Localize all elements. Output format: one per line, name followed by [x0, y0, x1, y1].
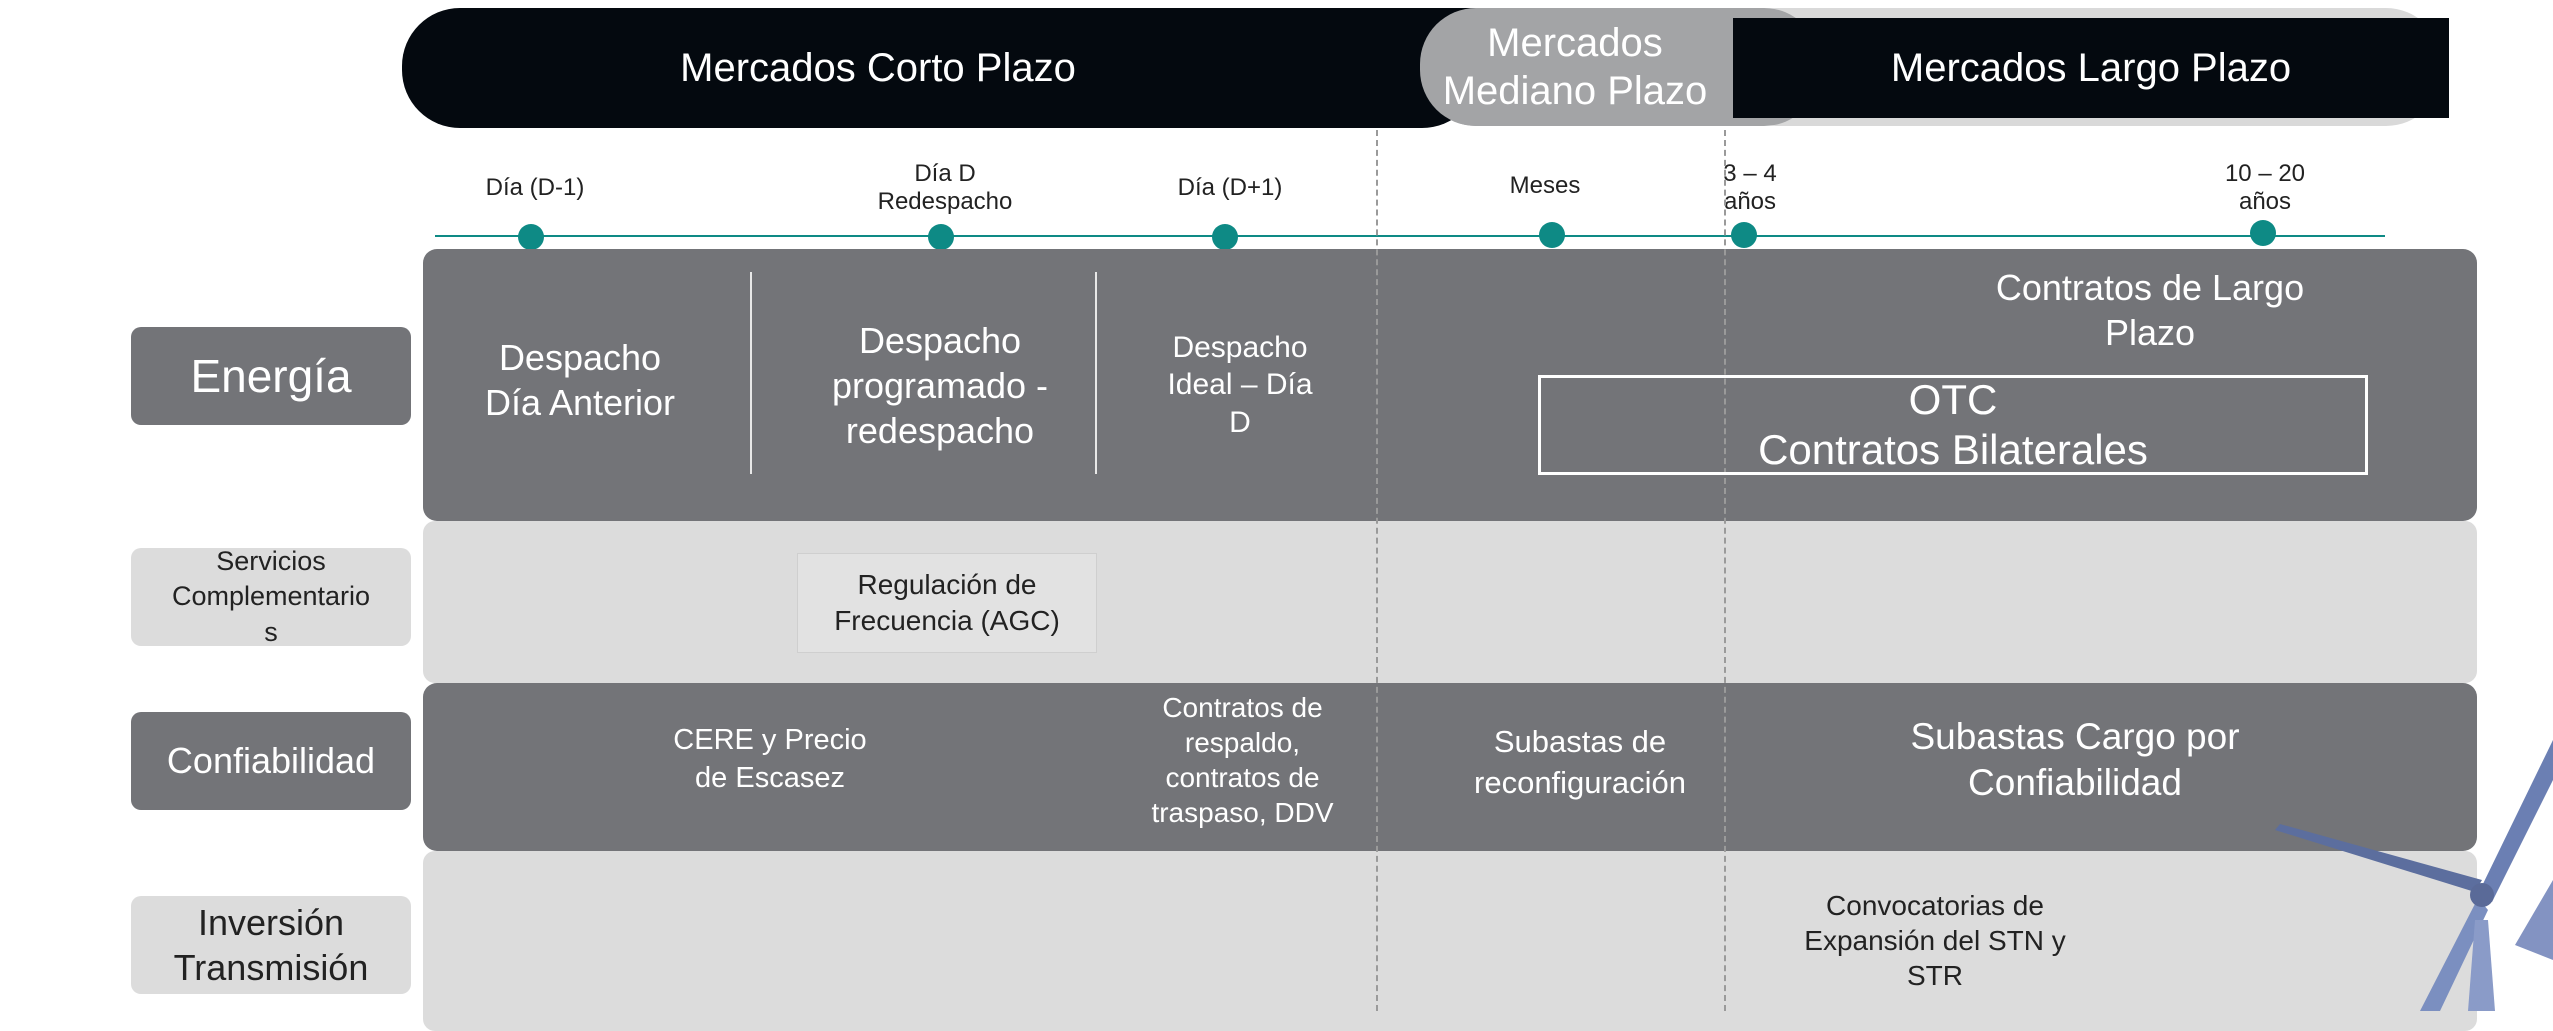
cere-precio-escasez: CERE y Precio de Escasez	[673, 724, 867, 794]
dashed-divider-short-medium	[1376, 130, 1378, 1011]
tick-label-d-redespacho: Día D Redespacho	[877, 160, 1013, 215]
tick-label-3-4-years: 3 – 4 años	[1723, 160, 1777, 215]
convocatorias-expansion: Convocatorias de Expansión del STN y STR	[1804, 889, 2066, 991]
row-label-energia-text: Energía	[190, 350, 352, 402]
subastas-cargo-confiabilidad: Subastas Cargo por Confiabilidad	[1910, 715, 2240, 803]
row-label-confiabilidad-text: Confiabilidad	[166, 740, 376, 781]
short-term-market-header: Mercados Corto Plazo	[402, 8, 1480, 128]
short-term-market-title: Mercados Corto Plazo	[680, 45, 1076, 90]
crescent-decoration-inversion	[25, 911, 95, 1003]
reliability-row-band	[423, 683, 2477, 851]
otc-contratos-bilaterales: OTC Contratos Bilaterales	[1758, 375, 2148, 473]
row-label-servicios-text: Servicios Complementario s	[171, 546, 371, 647]
subastas-reconfiguracion: Subastas de reconfiguración	[1474, 724, 1686, 800]
wind-turbine-icon	[2275, 740, 2553, 1011]
regulacion-frecuencia-box: Regulación de Frecuencia (AGC)	[797, 553, 1097, 653]
tick-dot-3-4-years	[1731, 222, 1757, 248]
tick-dot-10-20-years	[2250, 220, 2276, 246]
tick-dot-meses	[1539, 222, 1565, 248]
long-term-market-header: Mercados Largo Plazo	[1733, 18, 2449, 118]
dashed-divider-medium-long	[1724, 130, 1726, 1011]
tick-dot-d-plus-1	[1212, 224, 1238, 250]
despacho-programado-redespacho: Despacho programado - redespacho	[831, 319, 1049, 451]
tick-label-d-plus-1: Día (D+1)	[1177, 174, 1283, 202]
energy-cell-divider-1	[750, 272, 752, 474]
row-label-confiabilidad: Confiabilidad	[131, 712, 411, 810]
row-label-energia: Energía	[131, 327, 411, 425]
contratos-largo-plazo: Contratos de Largo Plazo	[1995, 267, 2305, 353]
row-label-inversion: Inversión Transmisión	[131, 896, 411, 994]
tick-dot-d-redespacho	[928, 224, 954, 250]
tick-label-d-minus-1: Día (D-1)	[485, 174, 585, 202]
crescent-decoration-energia	[25, 343, 95, 435]
long-term-market-title: Mercados Largo Plazo	[1890, 45, 2292, 90]
regulacion-frecuencia-agc: Regulación de Frecuencia (AGC)	[834, 568, 1060, 636]
contratos-respaldo: Contratos de respaldo, contratos de tras…	[1151, 692, 1334, 828]
tick-label-meses: Meses	[1509, 172, 1581, 200]
otc-contratos-bilaterales-box: OTC Contratos Bilaterales	[1538, 375, 2368, 475]
tick-dot-d-minus-1	[518, 224, 544, 250]
medium-term-market-header: Mercados Mediano Plazo	[1420, 8, 1730, 126]
investment-row-band	[423, 851, 2477, 1031]
row-label-inversion-text: Inversión Transmisión	[173, 902, 369, 988]
despacho-dia-anterior: Despacho Día Anterior	[484, 337, 676, 423]
crescent-decoration-servicios	[25, 563, 95, 655]
timeline-line	[435, 235, 2385, 237]
row-label-servicios: Servicios Complementario s	[131, 546, 411, 647]
despacho-ideal-dia-d: Despacho Ideal – Día D	[1167, 330, 1313, 439]
energy-cell-divider-2	[1095, 272, 1097, 474]
medium-term-market-title: Mercados Mediano Plazo	[1442, 21, 1708, 113]
crescent-decoration-confiabilidad	[25, 728, 95, 820]
services-row-band	[423, 521, 2477, 683]
tick-label-10-20-years: 10 – 20 años	[2224, 160, 2306, 215]
energy-row-band	[423, 249, 2477, 521]
